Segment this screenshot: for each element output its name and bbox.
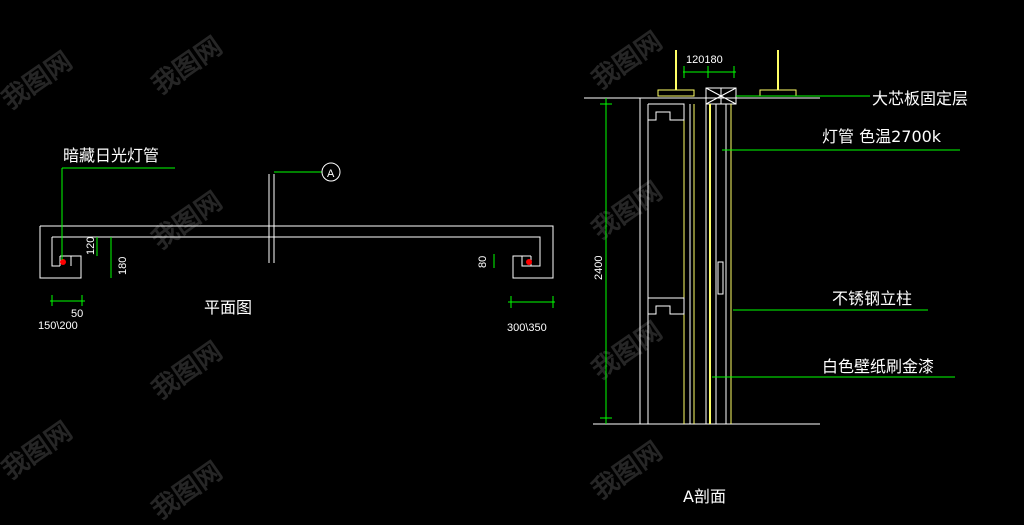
plan-outline-left bbox=[39, 226, 82, 279]
svg-text:我图网: 我图网 bbox=[147, 336, 228, 405]
section-view: 120180 2400 大芯板固定层 灯管 色温2700k bbox=[584, 50, 968, 506]
section-marker-label: A bbox=[327, 168, 335, 180]
lamp-dot-right bbox=[526, 259, 532, 265]
label-lamp: 灯管 色温2700k bbox=[822, 127, 942, 146]
dim-120: 120 bbox=[85, 237, 97, 255]
section-title: A剖面 bbox=[683, 487, 726, 506]
lamp-dot-left bbox=[60, 259, 66, 265]
plan-title: 平面图 bbox=[204, 298, 252, 317]
label-paint: 白色壁纸刷金漆 bbox=[822, 357, 934, 376]
svg-text:我图网: 我图网 bbox=[0, 416, 78, 485]
plan-view: A 暗藏日光灯管 120 180 50 150\200 80 300\350 平… bbox=[38, 146, 555, 334]
svg-text:我图网: 我图网 bbox=[587, 176, 668, 245]
plan-outline-outer bbox=[40, 225, 554, 279]
dim-50: 50 bbox=[71, 308, 83, 320]
svg-text:我图网: 我图网 bbox=[147, 186, 228, 255]
callout-hidden-light: 暗藏日光灯管 bbox=[63, 146, 159, 165]
plan-inner-line bbox=[52, 236, 541, 267]
svg-text:我图网: 我图网 bbox=[587, 316, 668, 385]
svg-text:我图网: 我图网 bbox=[0, 46, 78, 115]
dim-top: 120180 bbox=[686, 54, 723, 66]
svg-text:我图网: 我图网 bbox=[147, 456, 228, 525]
dim-80: 80 bbox=[477, 256, 489, 268]
section-marker-circle bbox=[321, 162, 341, 182]
dim-height: 2400 bbox=[593, 256, 605, 280]
dim-180: 180 bbox=[117, 257, 129, 275]
svg-text:我图网: 我图网 bbox=[587, 26, 668, 95]
dim-150-200: 150\200 bbox=[38, 320, 78, 332]
label-column: 不锈钢立柱 bbox=[832, 289, 912, 308]
watermark: 我图网 我图网 我图网 我图网 我图网 我图网 我图网 我图网 我图网 我图网 bbox=[0, 26, 668, 525]
svg-text:我图网: 我图网 bbox=[147, 31, 228, 100]
svg-text:我图网: 我图网 bbox=[587, 436, 668, 505]
label-board: 大芯板固定层 bbox=[872, 89, 968, 108]
dim-300-350: 300\350 bbox=[507, 322, 547, 334]
plan-left-channel bbox=[70, 256, 82, 278]
